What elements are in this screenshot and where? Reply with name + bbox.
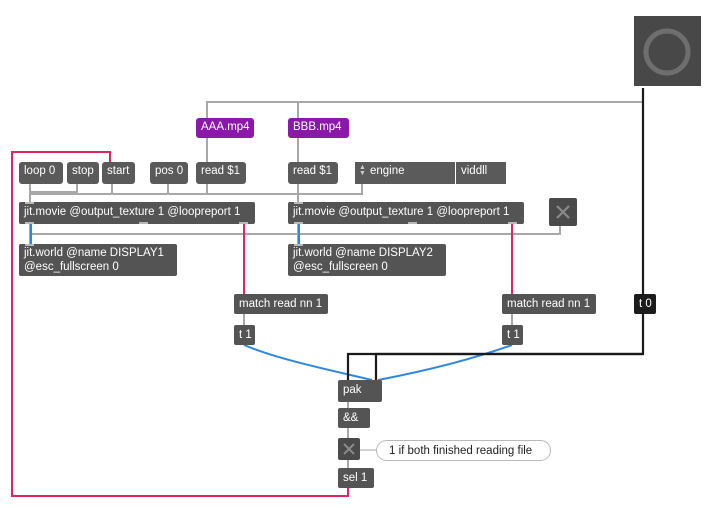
jit-movie-2[interactable]: jit.movie @output_texture 1 @loopreport …	[288, 202, 524, 224]
jit-world-1-line2: @esc_fullscreen 0	[24, 261, 119, 273]
bang-button[interactable]	[634, 16, 701, 86]
toggle-x-icon	[343, 443, 355, 455]
comment-text: 1 if both finished reading file	[389, 445, 533, 457]
match-read-1[interactable]: match read nn 1	[234, 294, 328, 314]
outlet[interactable]	[408, 222, 417, 224]
logical-and[interactable]: &&	[338, 408, 370, 428]
and-text: &&	[343, 412, 359, 424]
pak[interactable]: pak	[338, 380, 382, 402]
cord-t0-to-pak-left	[346, 314, 645, 380]
inlet[interactable]	[25, 244, 34, 246]
jit-world-1-line1: jit.world @name DISPLAY1	[24, 247, 164, 259]
jit-movie-2-text: jit.movie @output_texture 1 @loopreport …	[293, 206, 510, 218]
toggle-result[interactable]	[338, 438, 360, 460]
engine-label: engine	[370, 165, 405, 177]
message-start[interactable]: start	[102, 162, 135, 184]
jit-world-1[interactable]: jit.world @name DISPLAY1 @esc_fullscreen…	[19, 244, 177, 276]
toggle-top[interactable]	[549, 198, 577, 226]
message-read-b[interactable]: read $1	[288, 162, 338, 184]
cord-bang-to-aaa	[206, 88, 644, 118]
sel1-text: sel 1	[343, 472, 368, 484]
outlet[interactable]	[294, 222, 303, 224]
jit-world-2[interactable]: jit.world @name DISPLAY2 @esc_fullscreen…	[288, 244, 446, 276]
trigger-t1-right[interactable]: t 1	[502, 325, 523, 345]
jit-movie-1-text: jit.movie @output_texture 1 @loopreport …	[24, 206, 241, 218]
select-1[interactable]: sel 1	[338, 468, 374, 488]
cord-t1-right-to-pak	[377, 344, 513, 381]
inlet[interactable]	[25, 202, 34, 204]
pak-text: pak	[343, 384, 362, 396]
match-read-2[interactable]: match read nn 1	[502, 294, 596, 314]
message-aaa[interactable]: AAA.mp4	[196, 118, 254, 138]
t0-text: t 0	[639, 298, 652, 310]
t1-left-text: t 1	[239, 329, 252, 341]
jit-world-2-line1: jit.world @name DISPLAY2	[293, 247, 433, 259]
t1-right-text: t 1	[507, 329, 520, 341]
inlet[interactable]	[294, 202, 303, 204]
message-stop[interactable]: stop	[67, 162, 99, 184]
inlet[interactable]	[294, 244, 303, 246]
outlet[interactable]	[25, 222, 34, 224]
jit-movie-1[interactable]: jit.movie @output_texture 1 @loopreport …	[19, 202, 255, 224]
message-read-a[interactable]: read $1	[196, 162, 246, 184]
message-loop-0[interactable]: loop 0	[19, 162, 63, 184]
cord-sel-to-start	[11, 151, 349, 497]
cord-t1-left-to-pak	[243, 344, 373, 381]
outlet[interactable]	[508, 222, 517, 224]
trigger-t0[interactable]: t 0	[634, 294, 656, 314]
toggle-x-icon	[556, 205, 570, 219]
trigger-t1-left[interactable]: t 1	[234, 325, 255, 345]
engine-umenu[interactable]: ▲▼ engine	[355, 162, 455, 184]
bang-circle-icon	[643, 28, 691, 76]
jit-world-2-line2: @esc_fullscreen 0	[293, 261, 388, 273]
message-pos-0[interactable]: pos 0	[150, 162, 188, 184]
match-2-text: match read nn 1	[507, 298, 591, 310]
outlet[interactable]	[139, 222, 148, 224]
comment-both-finished: 1 if both finished reading file	[376, 440, 551, 461]
updown-arrows-icon: ▲▼	[359, 164, 366, 177]
outlet[interactable]	[239, 222, 248, 224]
match-1-text: match read nn 1	[239, 298, 323, 310]
message-bbb[interactable]: BBB.mp4	[288, 118, 349, 138]
viddll-selection[interactable]: viddll	[456, 162, 506, 184]
